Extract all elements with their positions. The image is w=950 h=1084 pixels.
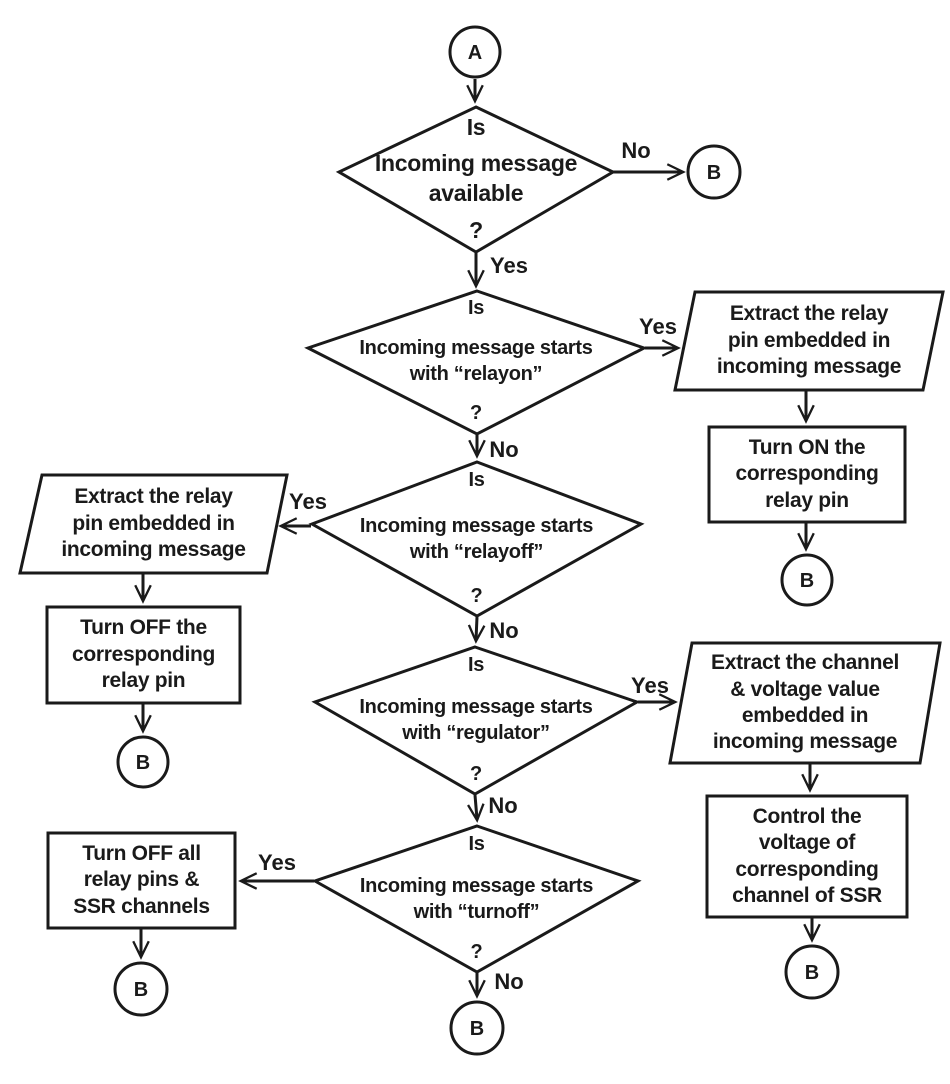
io-extract-relay-off-shape	[18, 473, 289, 575]
decision-1-diamond	[335, 105, 617, 254]
decision-4-diamond	[311, 645, 641, 796]
decision-5-mark: ?	[470, 941, 483, 963]
process-turn-on-relay-shape	[707, 425, 907, 524]
terminal-b1-label: B	[706, 162, 722, 184]
decision-2-diamond	[304, 289, 648, 436]
decision-3-question: Incoming message starts with “relayoff”	[359, 514, 594, 563]
decision-2-prefix: Is	[467, 297, 485, 319]
decision-5-no-label: No	[494, 969, 524, 994]
decision-1-yes-label: Yes	[490, 253, 528, 278]
decision-4-question: Incoming message starts with “regulator”	[359, 696, 593, 744]
decision-4-text: Is Incoming message starts with “regulat…	[315, 654, 637, 786]
process-control-ssr-voltage-text: Control the voltage of corresponding cha…	[732, 804, 882, 907]
arrow-d4-no-to-d5	[467, 794, 485, 823]
arrow-d3-no-to-d4	[467, 616, 486, 644]
decision-2-text: Is Incoming message starts with “relayon…	[308, 297, 644, 425]
decision-1-mark: ?	[469, 217, 483, 243]
decision-1-prefix: Is	[466, 114, 486, 140]
decision-2-question: Incoming message starts with “relayon”	[359, 337, 593, 385]
decision-5-diamond	[311, 824, 642, 974]
decision-4-no-label: No	[488, 793, 518, 818]
terminal-b3-circle	[116, 735, 170, 789]
decision-5-yes-label: Yes	[258, 850, 296, 875]
process-turn-on-relay-text: Turn ON the corresponding relay pin	[735, 435, 879, 512]
terminal-b2-circle	[780, 553, 834, 607]
decision-4-prefix: Is	[467, 654, 485, 676]
decision-5-question: Incoming message starts with “turnoff”	[359, 874, 594, 923]
decision-5-prefix: Is	[468, 833, 485, 855]
process-turn-off-all-text: Turn OFF all relay pins & SSR channels	[73, 841, 210, 918]
decision-3-prefix: Is	[468, 469, 485, 491]
decision-3-no-label: No	[489, 618, 519, 643]
decision-1-text: Is Incoming message available ?	[339, 114, 613, 244]
io-extract-channel-voltage-shape	[668, 641, 942, 765]
process-turn-off-relay-text: Turn OFF the corresponding relay pin	[71, 616, 216, 693]
terminal-b6-label: B	[469, 1018, 485, 1040]
io-extract-channel-voltage-text: Extract the channel & voltage value embe…	[710, 651, 900, 754]
io-extract-relay-off-text: Extract the relay pin embedded in incomi…	[61, 485, 246, 562]
decision-3-mark: ?	[470, 585, 483, 607]
terminal-b4-label: B	[804, 962, 820, 984]
process-turn-off-all-shape	[46, 831, 237, 930]
decision-3-text: Is Incoming message starts with “relayof…	[312, 469, 641, 608]
terminal-b3-label: B	[135, 752, 151, 774]
decision-2-yes-label: Yes	[639, 314, 677, 339]
decision-4-mark: ?	[470, 763, 482, 785]
process-turn-off-relay-shape	[45, 605, 242, 705]
decision-3-yes-label: Yes	[289, 489, 327, 514]
decision-2-no-label: No	[489, 437, 519, 462]
io-extract-relay-on-text: Extract the relay pin embedded in incomi…	[716, 302, 902, 379]
process-control-ssr-voltage-shape	[705, 794, 909, 919]
decision-5-text: Is Incoming message starts with “turnoff…	[315, 833, 638, 964]
decision-4-yes-label: Yes	[631, 673, 669, 698]
decision-2-mark: ?	[470, 402, 482, 424]
terminal-b1-circle	[686, 144, 742, 200]
terminal-b5-label: B	[133, 979, 149, 1001]
terminal-b6-circle	[449, 1000, 505, 1056]
terminal-b5-circle	[113, 961, 169, 1017]
terminal-b4-circle	[784, 944, 840, 1000]
decision-1-no-label: No	[621, 138, 651, 163]
decision-1-question: Incoming message available	[374, 150, 578, 206]
terminal-a-circle	[448, 25, 502, 79]
terminal-b2-label: B	[799, 570, 815, 592]
decision-3-diamond	[308, 460, 645, 618]
io-extract-relay-on-shape	[673, 290, 945, 392]
terminal-a-label: A	[467, 42, 483, 64]
